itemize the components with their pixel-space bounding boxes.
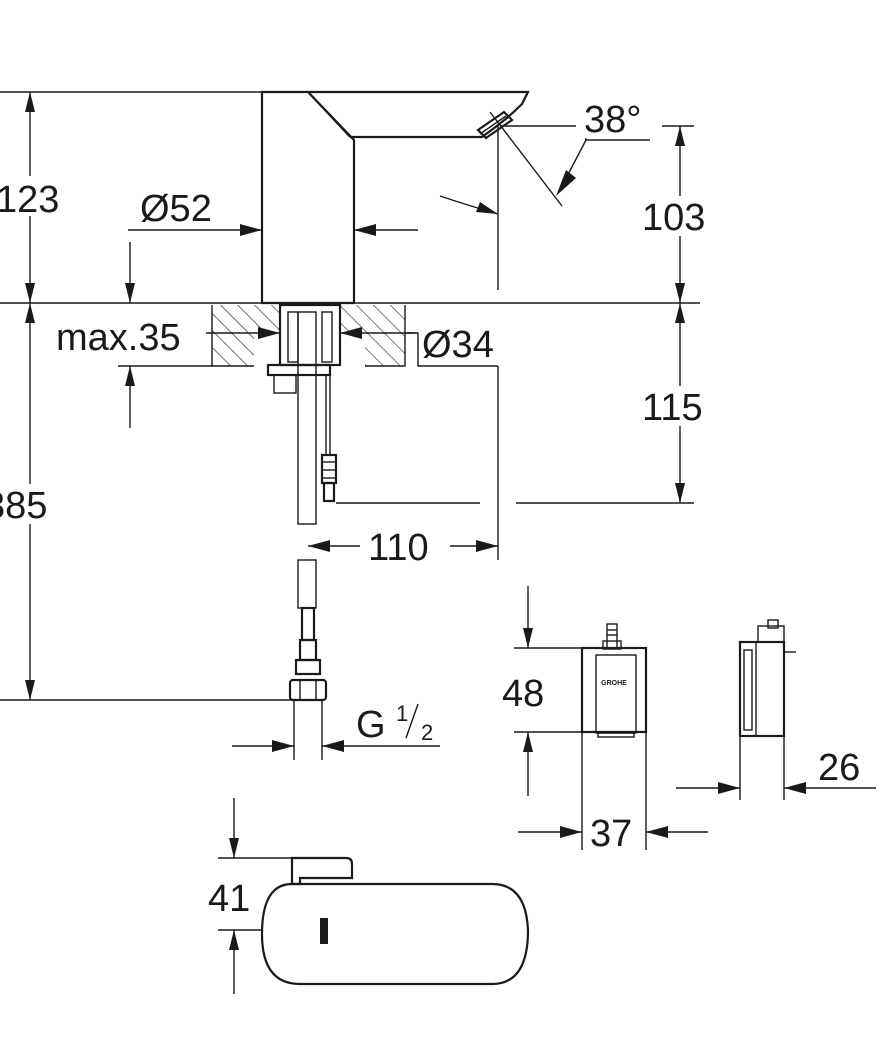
faucet-side-view: [0, 90, 700, 702]
braided-hose: [297, 311, 317, 525]
control-box-dimensions: [514, 586, 876, 850]
label-103: 103: [642, 197, 705, 239]
dimension-labels: 123 Ø52 38° 103 max.35 Ø34 115 385 110 G…: [0, 98, 860, 920]
label-41: 41: [208, 878, 250, 920]
label-115: 115: [642, 387, 703, 429]
brand-logo: GROHE: [601, 680, 627, 687]
thread-letter: G: [356, 704, 386, 746]
label-d52: Ø52: [140, 188, 212, 230]
countertop-section: [211, 305, 406, 367]
label-g-half: G 1 2: [356, 701, 433, 746]
label-37: 37: [590, 813, 632, 855]
label-123: 123: [0, 179, 59, 221]
thread-numerator: 1: [396, 701, 408, 726]
control-box-side: [738, 619, 796, 800]
label-48: 48: [502, 673, 544, 715]
label-385: 385: [0, 485, 47, 527]
label-max35: max.35: [56, 317, 181, 359]
thread-denominator: 2: [421, 720, 433, 745]
sensor-window: [320, 918, 328, 944]
faucet-body: [260, 90, 530, 305]
label-110: 110: [368, 527, 429, 569]
control-box-front: GROHE: [580, 623, 648, 738]
hose-lower: [288, 559, 328, 702]
dimension-lines: [0, 91, 694, 760]
faucet-top-view: [218, 798, 530, 994]
label-d34: Ø34: [422, 324, 494, 366]
label-26: 26: [818, 747, 860, 789]
mounting-shank: [266, 303, 342, 394]
label-38-deg: 38°: [584, 99, 641, 141]
sensor-cable: [320, 375, 338, 503]
